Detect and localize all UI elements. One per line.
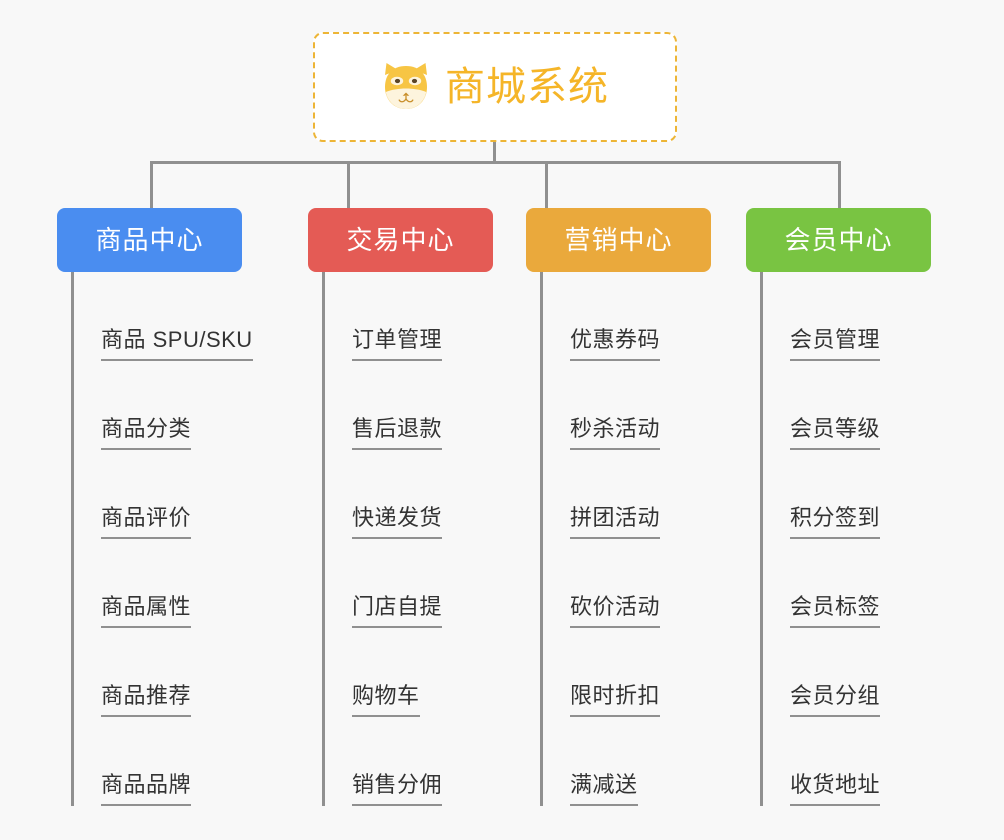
leaf-label: 秒杀活动 (570, 415, 661, 441)
list-item[interactable]: 商品品牌 (71, 717, 253, 806)
connector-drop-marketing-center (545, 161, 548, 208)
leaf-label: 快递发货 (352, 504, 443, 530)
list-item[interactable]: 商品属性 (71, 539, 253, 628)
category-label-product-center: 商品中心 (95, 225, 204, 255)
shiba-dog-icon (385, 63, 427, 109)
list-item[interactable]: 会员分组 (760, 628, 881, 717)
leaf-label: 售后退款 (352, 415, 443, 441)
list-item[interactable]: 积分签到 (760, 450, 881, 539)
list-item[interactable]: 满减送 (540, 717, 660, 806)
connector-spine-trade-center (322, 272, 325, 806)
leaf-label: 收货地址 (790, 771, 881, 797)
leaf-label: 商品 SPU/SKU (101, 326, 253, 352)
leaf-label: 优惠券码 (570, 326, 661, 352)
leaf-label: 会员管理 (790, 326, 881, 352)
leaf-label: 限时折扣 (570, 682, 661, 708)
connector-drop-product-center (150, 161, 153, 208)
category-label-trade-center: 交易中心 (346, 225, 455, 255)
leaf-label: 门店自提 (352, 593, 443, 619)
connector-spine-product-center (71, 272, 74, 806)
leaf-column-trade-center: 订单管理 售后退款 快递发货 门店自提 购物车 销售分佣 (322, 272, 443, 806)
list-item[interactable]: 商品评价 (71, 450, 253, 539)
category-box-product-center[interactable]: 商品中心 (57, 208, 242, 272)
leaf-label: 会员标签 (790, 593, 881, 619)
list-item[interactable]: 收货地址 (760, 717, 881, 806)
category-box-trade-center[interactable]: 交易中心 (308, 208, 493, 272)
list-item[interactable]: 商品分类 (71, 361, 253, 450)
list-item[interactable]: 订单管理 (322, 272, 443, 361)
category-box-marketing-center[interactable]: 营销中心 (526, 208, 711, 272)
leaf-label: 商品属性 (101, 593, 192, 619)
list-item[interactable]: 商品推荐 (71, 628, 253, 717)
list-item[interactable]: 会员等级 (760, 361, 881, 450)
list-item[interactable]: 商品 SPU/SKU (71, 272, 253, 361)
list-item[interactable]: 购物车 (322, 628, 442, 717)
leaf-label: 会员等级 (790, 415, 881, 441)
list-item[interactable]: 售后退款 (322, 361, 443, 450)
list-item[interactable]: 砍价活动 (540, 539, 661, 628)
list-item[interactable]: 会员管理 (760, 272, 881, 361)
leaf-label: 拼团活动 (570, 504, 661, 530)
leaf-column-marketing-center: 优惠券码 秒杀活动 拼团活动 砍价活动 限时折扣 满减送 (540, 272, 661, 806)
category-box-member-center[interactable]: 会员中心 (746, 208, 931, 272)
list-item[interactable]: 门店自提 (322, 539, 443, 628)
list-item[interactable]: 销售分佣 (322, 717, 443, 806)
leaf-label: 商品分类 (101, 415, 192, 441)
leaf-label: 购物车 (352, 682, 420, 708)
root-node-shop-system[interactable]: 商城系统 (313, 32, 677, 142)
list-item[interactable]: 会员标签 (760, 539, 881, 628)
root-title: 商城系统 (445, 65, 609, 109)
leaf-column-product-center: 商品 SPU/SKU 商品分类 商品评价 商品属性 商品推荐 商品品牌 (71, 272, 253, 806)
connector-horizontal-bus (150, 161, 840, 164)
category-label-member-center: 会员中心 (784, 225, 893, 255)
leaf-label: 满减送 (570, 771, 638, 797)
leaf-label: 积分签到 (790, 504, 881, 530)
category-label-marketing-center: 营销中心 (564, 225, 673, 255)
leaf-label: 商品推荐 (101, 682, 192, 708)
list-item[interactable]: 秒杀活动 (540, 361, 661, 450)
leaf-label: 销售分佣 (352, 771, 443, 797)
leaf-column-member-center: 会员管理 会员等级 积分签到 会员标签 会员分组 收货地址 (760, 272, 881, 806)
connector-root-stem (493, 142, 496, 164)
list-item[interactable]: 快递发货 (322, 450, 443, 539)
list-item[interactable]: 优惠券码 (540, 272, 661, 361)
leaf-label: 商品品牌 (101, 771, 192, 797)
connector-drop-trade-center (347, 161, 350, 208)
connector-spine-member-center (760, 272, 763, 806)
leaf-label: 商品评价 (101, 504, 192, 530)
list-item[interactable]: 限时折扣 (540, 628, 661, 717)
leaf-label: 会员分组 (790, 682, 881, 708)
connector-drop-member-center (838, 161, 841, 208)
leaf-label: 砍价活动 (570, 593, 661, 619)
connector-spine-marketing-center (540, 272, 543, 806)
list-item[interactable]: 拼团活动 (540, 450, 661, 539)
leaf-label: 订单管理 (352, 326, 443, 352)
